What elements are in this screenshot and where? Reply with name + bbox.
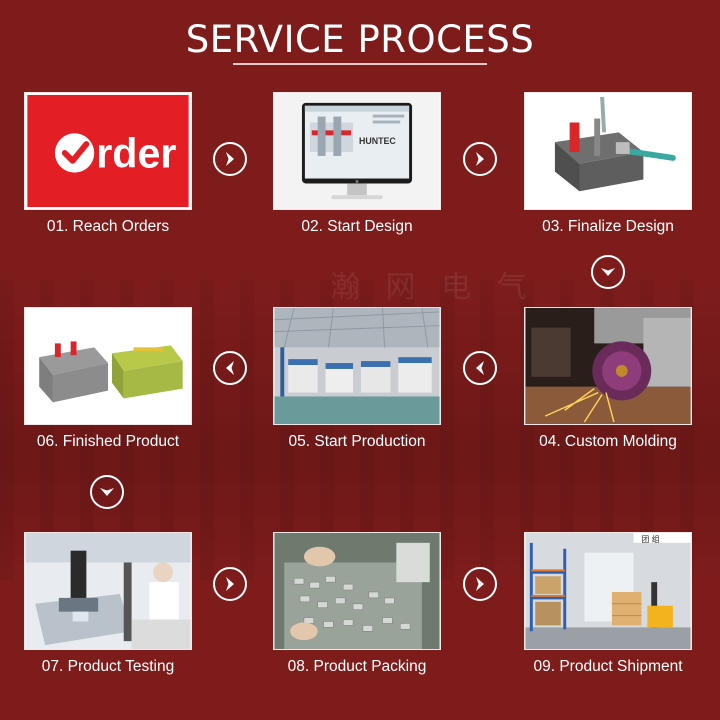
chevron-left-icon — [213, 351, 247, 385]
step-label: 09. Product Shipment — [533, 658, 683, 675]
step-finished-product: 06. Finished Product — [24, 307, 192, 451]
molding-grinder-image — [524, 307, 692, 425]
step-label: 06. Finished Product — [36, 433, 180, 450]
chevron-left-icon — [463, 351, 497, 385]
step-label: 08. Product Packing — [287, 658, 427, 675]
monitor-brand-text: HUNTEC — [359, 136, 396, 146]
warehouse-image: 团 组 — [524, 532, 692, 650]
chevron-right-icon — [463, 567, 497, 601]
step-product-packing: 08. Product Packing — [273, 532, 441, 676]
page-title: SERVICE PROCESS — [185, 18, 535, 61]
product-testing-image — [24, 532, 192, 650]
step-product-testing: 07. Product Testing — [24, 532, 192, 676]
order-image-text: rder — [96, 131, 176, 177]
terminal-block-render-image — [524, 92, 692, 210]
chevron-right-icon — [213, 567, 247, 601]
chevron-down-icon — [591, 255, 625, 289]
chevron-right-icon — [463, 142, 497, 176]
step-label: 04. Custom Molding — [539, 433, 677, 450]
step-finalize-design: 03. Finalize Design — [524, 92, 692, 236]
design-monitor-image: HUNTEC — [273, 92, 441, 210]
product-packing-image — [273, 532, 441, 650]
order-image: rder — [24, 92, 192, 210]
step-label: 07. Product Testing — [41, 658, 175, 675]
step-label: 01. Reach Orders — [46, 218, 170, 235]
step-start-design: HUNTEC 02. Start Design — [273, 92, 441, 236]
step-label: 03. Finalize Design — [542, 218, 674, 235]
warehouse-sign-text: 团 组 — [641, 534, 659, 544]
step-label: 02. Start Design — [301, 218, 413, 235]
factory-floor-image — [273, 307, 441, 425]
background-watermark: 瀚 网 电 气 — [330, 270, 535, 305]
step-product-shipment: 团 组 09. Product Shipment — [524, 532, 692, 676]
step-label: 05. Start Production — [288, 433, 426, 450]
title-underline — [233, 63, 487, 65]
finished-terminal-blocks-image — [24, 307, 192, 425]
chevron-down-icon — [90, 475, 124, 509]
chevron-right-icon — [213, 142, 247, 176]
step-start-production: 05. Start Production — [273, 307, 441, 451]
step-custom-molding: 04. Custom Molding — [524, 307, 692, 451]
step-reach-orders: rder 01. Reach Orders — [24, 92, 192, 236]
